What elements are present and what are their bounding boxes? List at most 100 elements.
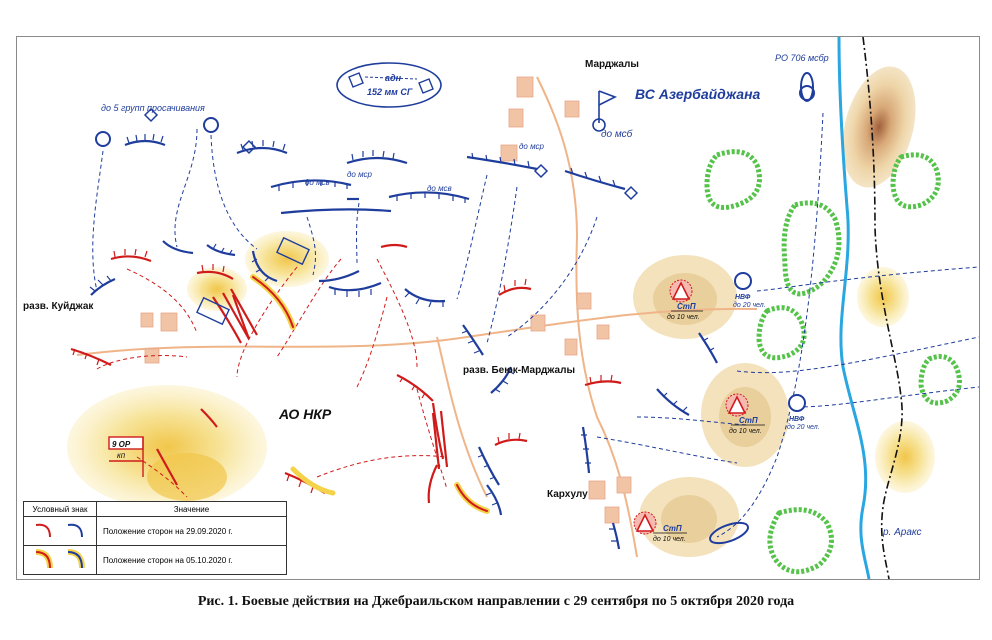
red-front <box>431 402 445 460</box>
village-block <box>616 476 632 494</box>
stp-posts: СтП до 10 чел. СтП до 10 чел. СтП до 10 … <box>633 279 765 543</box>
village-block <box>516 76 534 98</box>
kuyjak-label: разв. Куйджак <box>23 301 94 312</box>
blue-arrow <box>174 128 198 248</box>
blue-front <box>490 366 513 394</box>
adn-label: адн <box>385 73 402 83</box>
blue-front <box>466 155 538 171</box>
stp-post: СтП до 10 чел. <box>633 511 687 543</box>
red-front <box>212 296 242 344</box>
legend-text-2909: Положение сторон на 29.09.2020 г. <box>103 526 233 536</box>
blue-arrow <box>92 150 104 292</box>
do-mse-label-1: до мсв <box>305 178 330 187</box>
red-front <box>110 255 152 263</box>
red-arrows <box>96 258 448 498</box>
blue-front <box>124 139 166 147</box>
stp-post: СтП до 10 чел. <box>667 279 703 321</box>
forest-patch <box>704 149 762 210</box>
blue-arrow <box>636 416 748 426</box>
blue-arrow <box>486 186 518 344</box>
blue-front <box>656 388 690 416</box>
red-front <box>396 374 434 402</box>
forest-patch <box>781 200 842 297</box>
red-front <box>427 464 438 504</box>
stp-label: СтП <box>677 302 696 311</box>
red-front <box>584 380 622 387</box>
recon-circle-icon <box>203 117 219 133</box>
red-front <box>200 408 218 428</box>
blue-front <box>236 146 288 155</box>
nvf-symbol <box>709 521 749 545</box>
river-layer <box>837 37 903 579</box>
stp-strength: до 10 чел. <box>653 535 686 543</box>
red-arrow <box>416 388 448 490</box>
araks-river <box>837 37 871 579</box>
nvf-marker: НВФ до 20 чел. <box>733 272 766 309</box>
stp-post: СтП до 10 чел. <box>725 393 765 435</box>
legend-text-0510: Положение сторон на 05.10.2020 г. <box>103 555 233 565</box>
legend-row: Положение сторон на 05.10.2020 г. <box>24 546 286 574</box>
recon-diamond-icon <box>143 107 159 123</box>
artillery-symbol: адн 152 мм СГ <box>336 62 442 108</box>
forest-patch <box>918 354 962 406</box>
or9-label: 9 ОР <box>112 440 131 449</box>
legend-header: Условный знак Значение <box>24 502 286 517</box>
recon-circle-icon <box>95 131 111 147</box>
blue-arrow <box>596 436 738 464</box>
blue-arrow <box>716 112 824 538</box>
blue-front <box>698 332 718 364</box>
village-block <box>576 292 592 310</box>
ao-nkr-label: АО НКР <box>278 406 332 422</box>
blue-front <box>346 156 408 165</box>
village-block <box>500 144 518 162</box>
red-front <box>156 448 178 486</box>
blue-front <box>328 281 382 292</box>
hill-east-2 <box>875 421 935 493</box>
hill-arax <box>842 66 916 188</box>
blue-arrow <box>736 336 979 374</box>
legend-row: Положение сторон на 29.09.2020 г. <box>24 517 286 546</box>
blue-front <box>462 324 484 356</box>
unit-box <box>276 236 310 266</box>
hill-center <box>245 231 329 287</box>
red-ticks <box>72 248 613 494</box>
blue-arrow <box>756 266 979 292</box>
stp-strength: до 10 чел. <box>667 313 700 321</box>
blue-arrow <box>306 216 316 276</box>
map-frame: адн 152 мм СГ СтП до 10 чел. СтП <box>16 36 980 580</box>
stp-strength: до 10 чел. <box>729 427 762 435</box>
legend-col-meaning: Значение <box>173 504 210 514</box>
red-arrow <box>316 455 448 478</box>
blue-arrow <box>456 174 488 300</box>
legend-col-sign: Условный знак <box>24 502 97 516</box>
red-front <box>498 286 532 296</box>
red-hq-bars <box>222 288 449 470</box>
blue-front <box>206 244 236 257</box>
recon-diamond-icon <box>623 185 639 201</box>
ro706-symbol <box>800 72 814 102</box>
red-arrow <box>96 355 188 370</box>
do-msr-label-2: до мср <box>519 142 544 151</box>
blue-front <box>486 484 503 516</box>
figure-caption: Рис. 1. Боевые действия на Джебраильском… <box>197 594 795 609</box>
recon-symbols <box>95 72 815 545</box>
blue-front <box>564 169 626 191</box>
front-05-10 <box>290 466 336 496</box>
blue-front <box>280 208 392 215</box>
road <box>76 307 758 356</box>
blue-front <box>251 250 278 283</box>
village-block <box>596 324 610 340</box>
legend: Условный знак Значение Положение сторон … <box>23 501 287 575</box>
red-front <box>380 243 408 249</box>
village-block <box>604 506 620 524</box>
legend-symbol-0510 <box>35 549 85 569</box>
battle-map: адн 152 мм СГ СтП до 10 чел. СтП <box>23 37 979 579</box>
nvf-label: НВФ <box>735 294 751 301</box>
blue-front <box>270 179 352 189</box>
red-positions <box>70 243 622 504</box>
nvf-marker: НВФ до 20 чел. <box>787 394 820 431</box>
blue-arrows <box>92 112 979 538</box>
road <box>436 336 488 498</box>
village-block <box>588 480 606 500</box>
do-msb-label: до мсб <box>601 128 633 140</box>
